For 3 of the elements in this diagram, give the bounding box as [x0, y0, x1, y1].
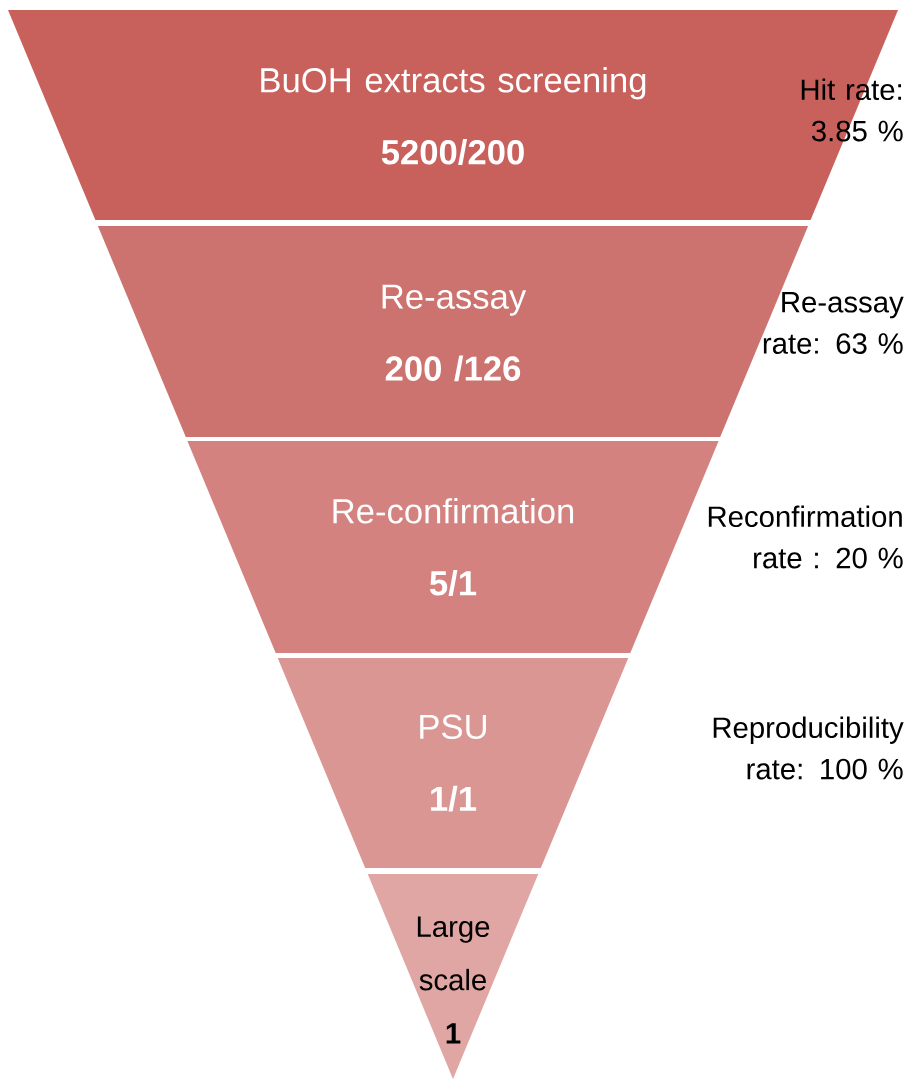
rate-label: Reproducibility rate: 100 %	[713, 716, 904, 780]
funnel-band: PSU 1/1	[277, 658, 629, 868]
funnel-band: Large scale 1	[367, 874, 539, 1079]
